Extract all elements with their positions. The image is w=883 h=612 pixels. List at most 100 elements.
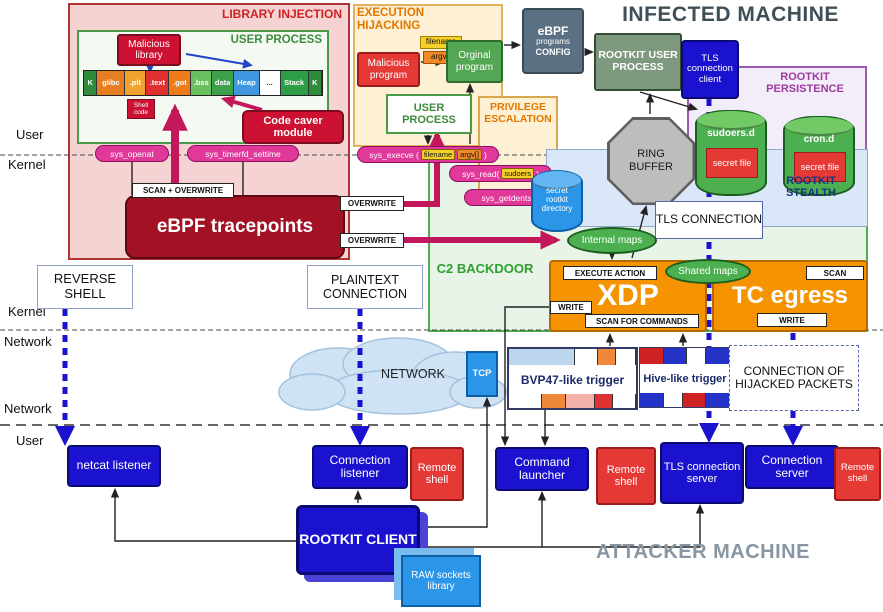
- hijacked-packets-box: CONNECTION OF HIJACKED PACKETS: [729, 345, 859, 411]
- trigger-cell: [565, 394, 596, 408]
- trigger-cell: [706, 393, 730, 407]
- client-to-launcher-arrow: [420, 490, 547, 548]
- memory-segment: Heap: [234, 71, 260, 95]
- layer-label-kernel-mid: Kernel: [8, 304, 46, 319]
- syscall-sys-openat: sys_openat: [95, 145, 169, 162]
- overwrite-label-bottom: OVERWRITE: [340, 233, 404, 248]
- rootkit-client-box: ROOTKIT CLIENT: [296, 505, 420, 575]
- plaintext-connection-box: PLAINTEXT CONNECTION: [307, 265, 423, 309]
- client-to-tcp-arrow: [420, 396, 492, 528]
- execute-action-label: EXECUTE ACTION: [563, 266, 657, 280]
- hijacked-user-process-box: USER PROCESS: [386, 94, 472, 134]
- memory-segment: .text: [146, 71, 170, 95]
- trigger-cell: [574, 349, 599, 365]
- memory-segment: Stack: [280, 71, 309, 95]
- trigger-cell: [509, 394, 543, 408]
- rup-to-sudoersd-arrow: [639, 91, 699, 111]
- config-line1: eBPF: [537, 23, 569, 38]
- config-line2: programs: [536, 37, 570, 47]
- secret-file-cron-box: secret file: [794, 152, 846, 182]
- sudoers-d-label: sudoers.d: [707, 128, 755, 139]
- overwrite-label-top: OVERWRITE: [340, 196, 404, 211]
- trigger-cell: [612, 394, 636, 408]
- bvp47-row2: [509, 394, 636, 408]
- scan-label: SCAN: [806, 266, 864, 280]
- write-xdp-label: WRITE: [550, 301, 592, 314]
- tls-connection-client-box: TLS connection client: [681, 40, 739, 99]
- malicious-library-box: Malicious library: [117, 34, 181, 66]
- reverse-shell-box: REVERSE SHELL: [37, 265, 133, 309]
- bvp47-row1: [509, 349, 636, 365]
- trigger-cell: [682, 393, 707, 407]
- trigger-cell: [598, 349, 616, 365]
- config-line3: CONFIG: [535, 47, 571, 58]
- scan-overwrite-label: SCAN + OVERWRITE: [132, 183, 234, 198]
- ring-buffer-octagon: RING BUFFER: [607, 117, 695, 205]
- network-label: NETWORK: [381, 367, 445, 381]
- original-program-box: Orginal program: [446, 40, 503, 83]
- shared-maps-ellipse: Shared maps: [665, 259, 751, 284]
- infected-machine-title: INFECTED MACHINE: [622, 3, 839, 26]
- secret-rootkit-directory-cylinder: secret rootkit directory: [531, 170, 583, 232]
- cron-d-label: cron.d: [803, 134, 835, 145]
- codecaver-to-memory-arrow: [220, 95, 263, 112]
- rootkit-stealth-title: ROOTKIT STEALTH: [786, 175, 836, 200]
- ebpf-programs-config-box: eBPF programs CONFIG: [522, 8, 584, 74]
- malicious-program-box: Malicious program: [357, 52, 420, 87]
- syscall-sys-timerfd-settime: sys_timerfd_settime: [187, 145, 299, 162]
- layer-label-kernel-top: Kernel: [8, 157, 46, 172]
- trigger-cell: [663, 393, 683, 407]
- secret-file-sudoers-box: secret file: [706, 148, 758, 178]
- tls-connection-box: TLS CONNECTION: [655, 201, 763, 239]
- tls-connection-server-box: TLS connection server: [660, 442, 744, 504]
- remote-shell-mid-box: Remote shell: [596, 447, 656, 505]
- remote-shell-right-box: Remote shell: [834, 447, 881, 501]
- sudoers-chip: sudoers: [501, 168, 535, 179]
- connection-server-box: Connection server: [745, 445, 839, 489]
- memory-segment: K: [84, 71, 98, 95]
- netcat-listener-box: netcat listener: [67, 445, 161, 487]
- bvp47-trigger-label: BVP47-like trigger: [520, 372, 625, 387]
- memory-segment: .got: [169, 71, 192, 95]
- trigger-cell: [542, 394, 566, 408]
- memory-segment: .plt: [125, 71, 147, 95]
- write-tc-label: WRITE: [757, 313, 827, 327]
- trigger-cell: [706, 348, 730, 364]
- library-injection-title: LIBRARY INJECTION: [221, 7, 342, 21]
- remote-shell-left-box: Remote shell: [410, 447, 464, 501]
- secret-rootkit-directory-label: secret rootkit directory: [541, 186, 573, 214]
- syscall-sys-read: sys_read( sudoers ): [449, 165, 552, 182]
- trigger-cell: [687, 348, 707, 364]
- execution-hijacking-title: EXECUTION HIJACKING: [357, 7, 425, 32]
- trigger-cell: [595, 394, 613, 408]
- execve-argv-chip: argv[]: [457, 149, 482, 160]
- sys-execve-label: sys_execve (: [369, 149, 419, 160]
- memory-segment: K: [308, 71, 322, 95]
- memory-segment: data: [212, 71, 235, 95]
- trigger-cell: [640, 348, 664, 364]
- layer-label-network-mid: Network: [4, 334, 52, 349]
- hive-trigger-box: Hive-like trigger: [639, 347, 731, 408]
- privilege-escalation-title: PRIVILEGE ESCALATION: [484, 101, 552, 125]
- tcp-box: TCP: [466, 351, 498, 397]
- connection-listener-box: Connection listener: [312, 445, 408, 489]
- layer-label-user-bottom: User: [16, 433, 44, 448]
- bvp47-trigger-box: BVP47-like trigger: [507, 347, 638, 410]
- client-to-netcat-arrow: [110, 487, 296, 542]
- command-launcher-box: Command launcher: [495, 447, 589, 491]
- memory-segment: .bss: [191, 71, 213, 95]
- memory-segment: glibc: [97, 71, 126, 95]
- write-to-launcher-arrow: [500, 306, 552, 447]
- shell-code-box: Shell code: [127, 99, 155, 119]
- sys-execve-close: ): [483, 149, 487, 160]
- trigger-cell: [509, 349, 575, 365]
- ebpf-tracepoints-box: eBPF tracepoints: [125, 195, 345, 259]
- sys-read-label: sys_read(: [462, 168, 500, 179]
- raw-sockets-library-box: RAW sockets library: [401, 555, 481, 607]
- hive-row2: [640, 393, 730, 407]
- hive-row1: [640, 348, 730, 364]
- trigger-cell: [640, 393, 664, 407]
- internal-maps-ellipse: Internal maps: [567, 227, 657, 254]
